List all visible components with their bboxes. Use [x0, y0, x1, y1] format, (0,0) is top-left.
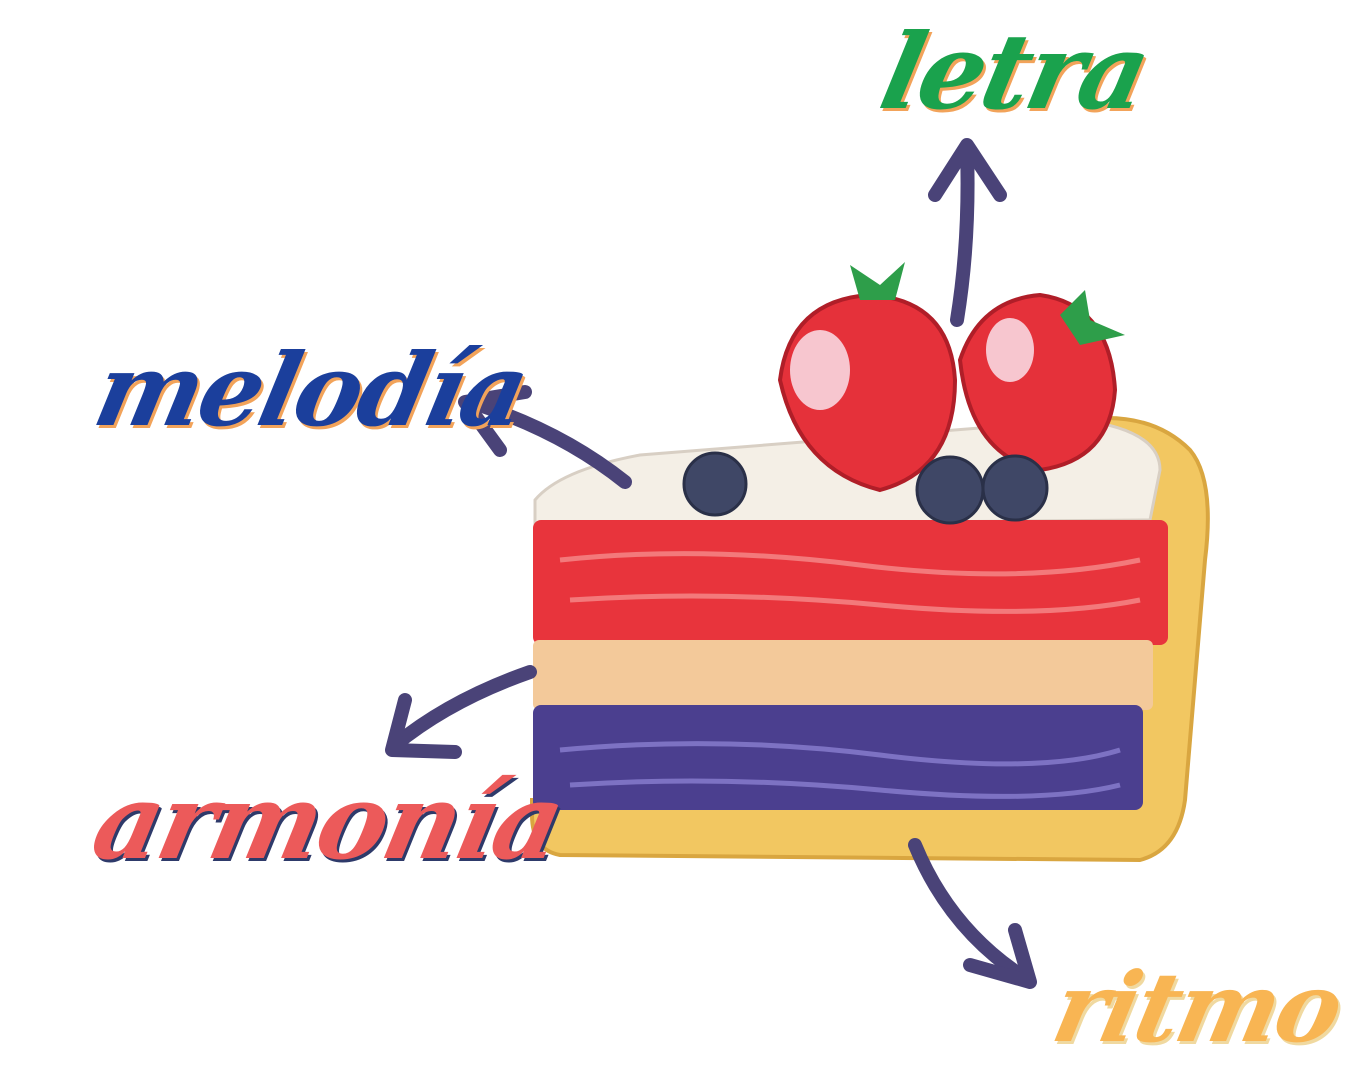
- arrow-armonia: [388, 665, 537, 752]
- arrow-melodia: [463, 395, 632, 489]
- label-armonia: armonía: [83, 760, 573, 883]
- sponge-layer: [533, 640, 1153, 710]
- strawberry-icon: [957, 290, 1125, 473]
- arrow-letra: [950, 143, 975, 327]
- label-ritmo: ritmo: [1044, 951, 1351, 1064]
- blueberry-icon: [682, 451, 1049, 525]
- label-letra: letra: [871, 10, 1159, 133]
- arrow-ritmo: [908, 838, 1032, 985]
- blueberry-layer: [533, 705, 1143, 810]
- strawberry-icon: [777, 262, 958, 493]
- label-melodia: melodía: [85, 331, 537, 449]
- strawberry-layer: [533, 520, 1168, 645]
- arrow-icon: [385, 138, 1037, 989]
